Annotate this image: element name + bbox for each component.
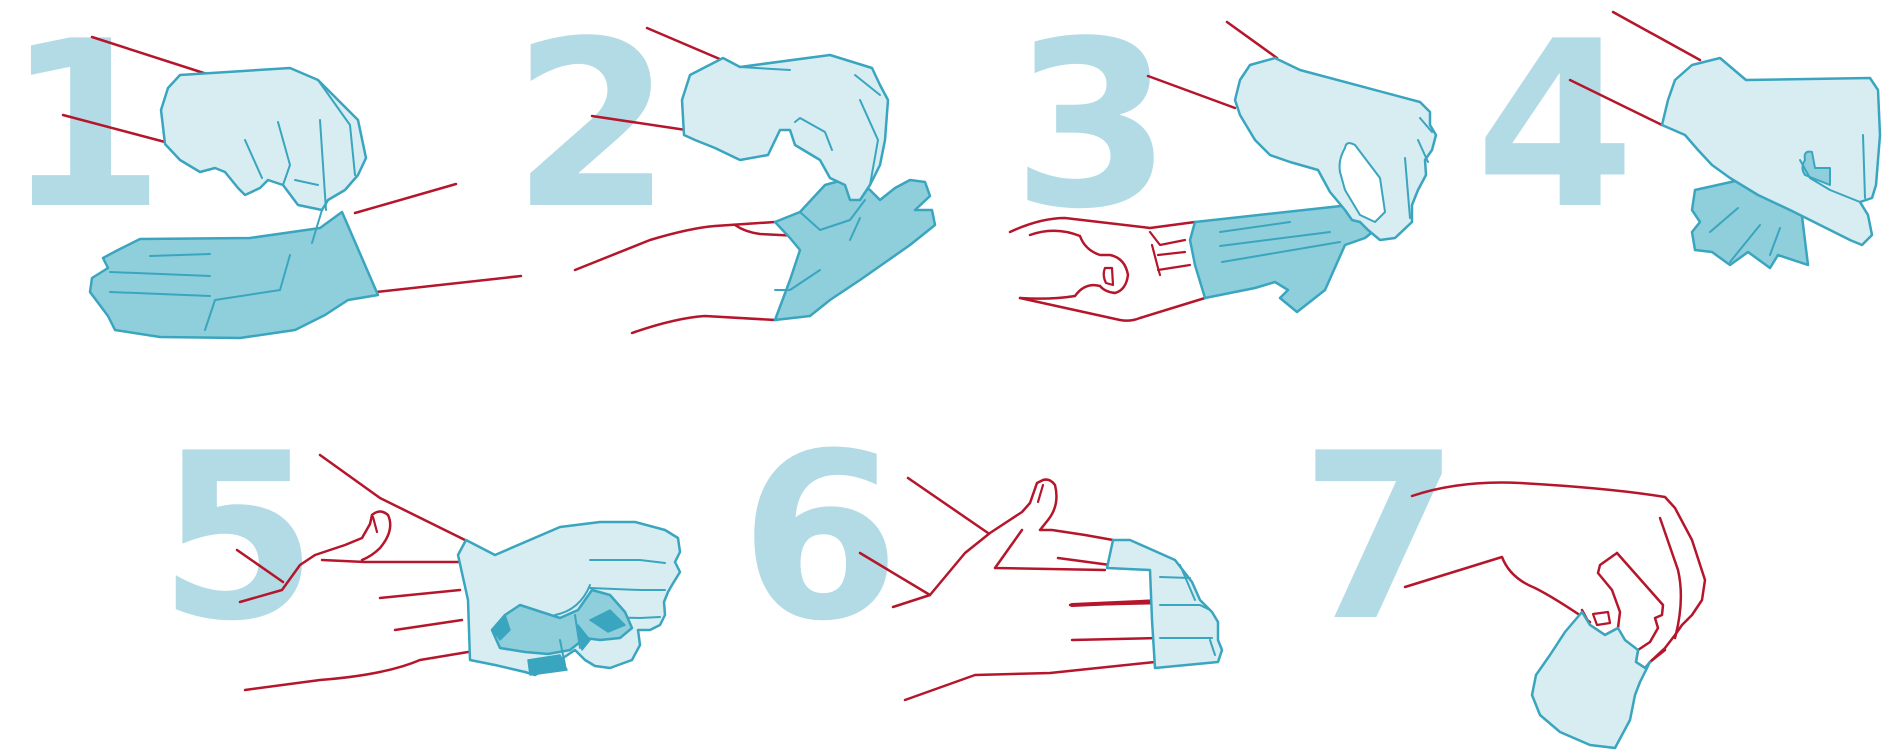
step-number-2: 2: [512, 0, 672, 260]
step-number-6: 6: [740, 405, 900, 672]
step-2: 2: [512, 0, 935, 333]
step-number-7: 7: [1300, 405, 1460, 672]
step-number-5: 5: [158, 405, 318, 672]
step-6: 6: [740, 405, 1222, 700]
step-1: 1: [5, 0, 521, 338]
step-number-1: 1: [5, 0, 165, 260]
step-3: 3: [1010, 0, 1436, 321]
step-7: 7: [1300, 405, 1705, 748]
step-4: 4: [1475, 0, 1880, 268]
step-number-4: 4: [1475, 0, 1635, 260]
peel-second-glove-over-first-icon: [860, 478, 1222, 700]
step-5: 5: [158, 405, 680, 690]
